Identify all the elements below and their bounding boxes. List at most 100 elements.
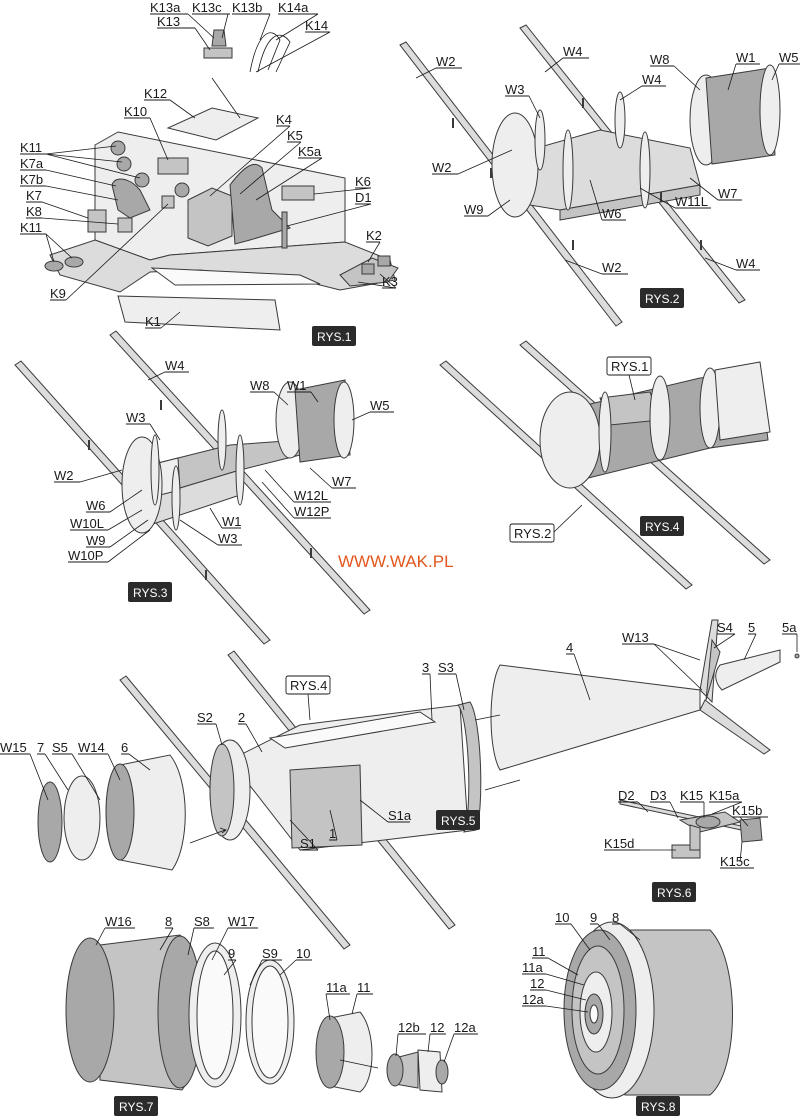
- label-k13c: K13c: [192, 0, 222, 15]
- label-w8: W8: [250, 378, 270, 393]
- label-w12p: W12P: [294, 504, 329, 519]
- rys6-labels: D2 D3 K15 K15a K15b K15d K15c: [604, 788, 768, 869]
- label-w8: W8: [650, 52, 670, 67]
- label-k7a: K7a: [20, 156, 44, 171]
- label-w5: W5: [779, 50, 799, 65]
- label-d3: D3: [650, 788, 667, 803]
- label-w16: W16: [105, 914, 132, 929]
- label-d1: D1: [355, 190, 372, 205]
- label-w2: W2: [54, 468, 74, 483]
- label-12: 12: [530, 976, 544, 991]
- rys8-labels: 10 9 8 11 11a 12 12a: [522, 910, 641, 1013]
- label-12a: 12a: [454, 1020, 476, 1035]
- label-w12l: W12L: [294, 488, 328, 503]
- label-w15: W15: [0, 740, 27, 755]
- label-10: 10: [296, 946, 310, 961]
- label-s8: S8: [194, 914, 210, 929]
- label-w3-top: W3: [126, 410, 146, 425]
- rys7-drawing: [65, 934, 449, 1093]
- label-w10l: W10L: [70, 516, 104, 531]
- label-k5a: K5a: [298, 144, 322, 159]
- svg-text:RYS.7: RYS.7: [119, 1100, 154, 1114]
- label-5a: 5a: [782, 620, 797, 635]
- label-w6: W6: [602, 206, 622, 221]
- ref-box-rys1: RYS.1: [606, 356, 652, 376]
- label-1: 1: [329, 826, 336, 841]
- label-w7: W7: [718, 186, 738, 201]
- label-12: 12: [430, 1020, 444, 1035]
- badge-rys4: RYS.4: [640, 516, 684, 536]
- label-w2-top: W2: [436, 54, 456, 69]
- label-k13b: K13b: [232, 0, 262, 15]
- rys2-labels: W2 W4 W8 W1 W5 W3 W4 W2 W9 W6 W11L W7 W2…: [415, 44, 800, 275]
- label-w7: W7: [332, 474, 352, 489]
- label-11a: 11a: [326, 980, 347, 995]
- svg-text:RYS.6: RYS.6: [657, 886, 692, 900]
- svg-text:RYS.1: RYS.1: [611, 359, 648, 374]
- label-k15a: K15a: [709, 788, 740, 803]
- rys3-labels: W4 W8 W1 W5 W3 W2 W6 W12L W7 W10L W12P W…: [54, 358, 394, 563]
- label-w6: W6: [86, 498, 106, 513]
- badge-rys6: RYS.6: [652, 882, 696, 902]
- label-w13: W13: [622, 630, 649, 645]
- label-8: 8: [612, 910, 619, 925]
- rys3-drawing: [14, 330, 371, 645]
- label-9: 9: [228, 946, 235, 961]
- label-w5: W5: [370, 398, 390, 413]
- badge-rys8: RYS.8: [636, 1096, 680, 1116]
- svg-text:RYS.2: RYS.2: [514, 526, 551, 541]
- rys5-labels: W13 S4 5 5a 4 3 S3 S2 2 W15 7 S5 W14 6 S…: [0, 620, 798, 851]
- label-9: 9: [590, 910, 597, 925]
- label-12a: 12a: [522, 992, 544, 1007]
- ref-box-rys2: RYS.2: [509, 523, 555, 543]
- website-url: WWW.WAK.PL: [338, 552, 454, 571]
- label-s1: S1: [300, 836, 316, 851]
- label-10: 10: [555, 910, 569, 925]
- label-w2-mid: W2: [432, 160, 452, 175]
- rys8-drawing: [563, 921, 733, 1099]
- label-w10p: W10P: [68, 548, 103, 563]
- label-7: 7: [37, 740, 44, 755]
- label-k15c: K15c: [720, 854, 750, 869]
- svg-text:RYS.4: RYS.4: [645, 520, 680, 534]
- label-w9: W9: [464, 202, 484, 217]
- label-k6: K6: [355, 174, 371, 189]
- label-d2: D2: [618, 788, 635, 803]
- badge-rys1: RYS.1: [312, 326, 356, 346]
- label-w4: W4: [165, 358, 185, 373]
- label-w2-bottom: W2: [602, 260, 622, 275]
- label-2: 2: [238, 710, 245, 725]
- svg-text:RYS.2: RYS.2: [645, 292, 680, 306]
- label-w1-top: W1: [287, 378, 307, 393]
- label-k2: K2: [366, 228, 382, 243]
- svg-text:RYS.8: RYS.8: [641, 1100, 676, 1114]
- label-k11-bottom: K11: [20, 220, 42, 235]
- label-s5: S5: [52, 740, 68, 755]
- label-w4-mid: W4: [642, 72, 662, 87]
- label-11a: 11a: [522, 960, 543, 975]
- label-5: 5: [748, 620, 755, 635]
- label-s3: S3: [438, 660, 454, 675]
- rys4-ref-leaders: [553, 374, 636, 533]
- label-k12: K12: [144, 86, 167, 101]
- svg-text:RYS.1: RYS.1: [317, 330, 352, 344]
- label-k4: K4: [276, 112, 292, 127]
- label-k10: K10: [124, 104, 147, 119]
- label-k15b: K15b: [732, 803, 762, 818]
- label-k3: K3: [382, 274, 398, 289]
- label-w9: W9: [86, 533, 106, 548]
- label-k8: K8: [26, 204, 42, 219]
- label-k1: K1: [145, 314, 161, 329]
- rys2-drawing: [399, 24, 781, 327]
- rys5-ref-leader: [307, 693, 311, 721]
- svg-text:RYS.3: RYS.3: [133, 586, 168, 600]
- rys7-labels: W16 8 S8 W17 9 S9 10 11a 11 12b 12 12a: [95, 914, 478, 1063]
- label-w4-top: W4: [563, 44, 583, 59]
- label-4: 4: [566, 640, 573, 655]
- label-s1a: S1a: [388, 808, 412, 823]
- label-w1: W1: [736, 50, 756, 65]
- rys6-drawing: [619, 799, 763, 859]
- badge-rys5: RYS.5: [436, 810, 480, 830]
- label-w14: W14: [78, 740, 105, 755]
